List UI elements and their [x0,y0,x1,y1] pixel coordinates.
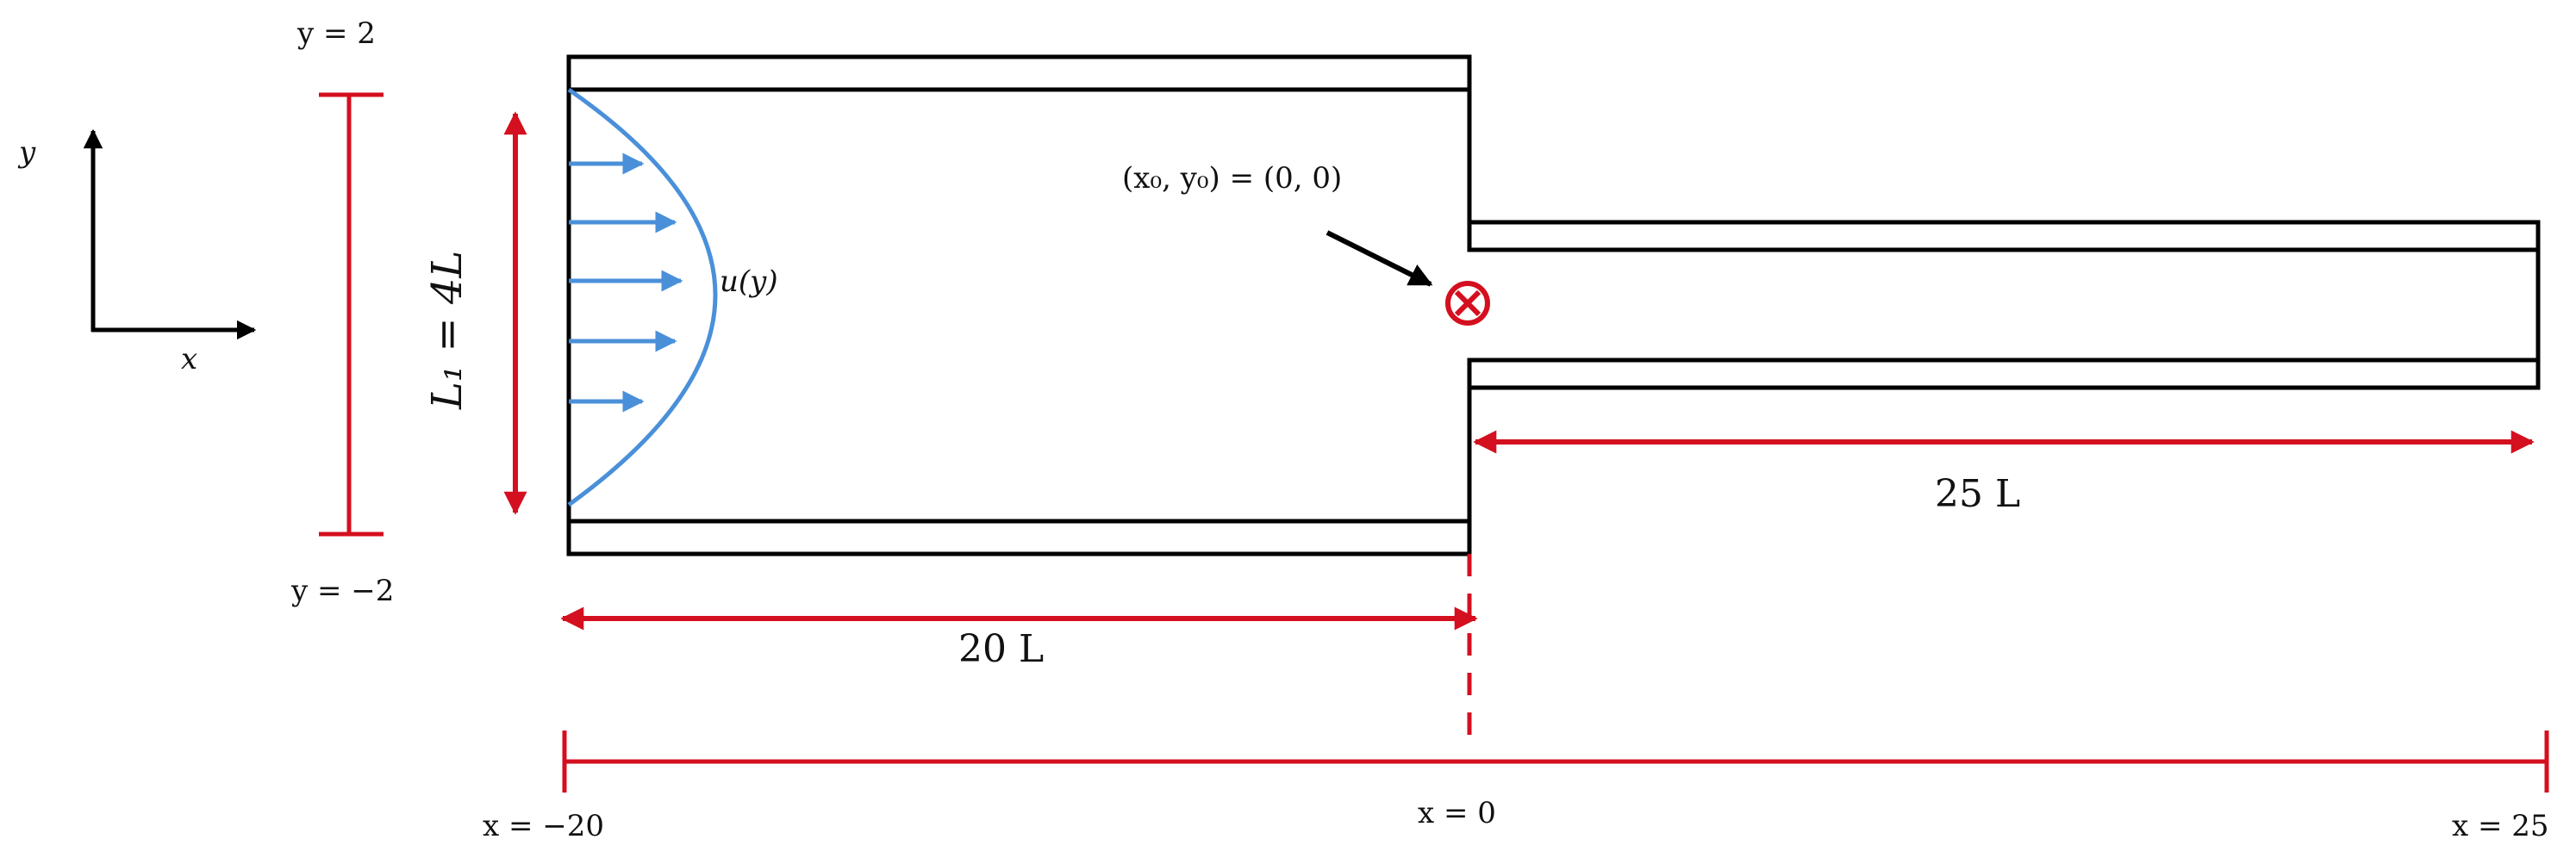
x-axis-label: x [181,342,197,376]
global-x-axis: x = −20 x = 0 x = 25 [483,731,2549,843]
downstream-channel [1467,220,2541,390]
y-top-label: y = 2 [296,16,376,51]
upstream-length-dimension: 20 L [560,606,1478,671]
inflow-profile: u(y) [567,87,778,507]
height-label: L₁ = 4L [423,251,471,410]
origin-marker: (x₀, y₀) = (0, 0) [1122,161,1490,326]
upstream-top-wall [566,54,1472,92]
inlet-height-bracket: y = 2 y = −2 [290,16,394,608]
x-mid-label: x = 0 [1418,796,1496,830]
upstream-bottom-wall [566,519,1472,556]
origin-cross-b [1454,289,1481,317]
upstream-length-label: 20 L [958,627,1044,671]
upstream-channel [566,54,1472,556]
origin-cross-circle [1445,281,1490,326]
downstream-bottom-wall [1467,358,2541,390]
coordinate-axes-glyph: y x [17,128,257,376]
x-right-label: x = 25 [2452,809,2549,843]
parabolic-profile-curve [567,87,718,507]
y-axis-label: y [17,135,36,170]
profile-label: u(y) [720,264,778,299]
y-bottom-label: y = −2 [290,574,394,608]
downstream-length-label: 25 L [1935,472,2020,516]
inlet-height-arrow: L₁ = 4L [423,111,527,515]
x-left-label: x = −20 [483,809,604,843]
downstream-length-dimension: 25 L [1473,430,2535,516]
downstream-top-wall [1467,220,2541,252]
origin-label: (x₀, y₀) = (0, 0) [1122,161,1342,196]
origin-pointer-arrow [1325,230,1433,287]
